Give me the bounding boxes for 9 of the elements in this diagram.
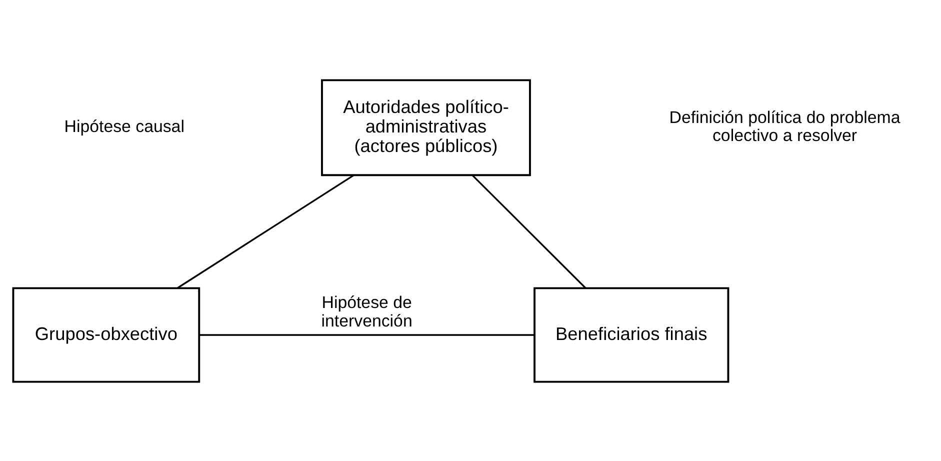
node-box: Autoridades político-administrativas (actores públicos)	[321, 78, 531, 176]
connector	[199, 334, 534, 336]
node-box: Grupos-obxectivo	[12, 286, 200, 382]
label: Hipótese causal	[64, 116, 184, 136]
label: Definición política do problema colectivo a resolver	[669, 107, 900, 145]
connector	[472, 174, 586, 288]
node-box: Beneficiarios finais	[534, 286, 730, 382]
edge-label: Hipótese de intervención	[321, 292, 412, 330]
connector	[177, 174, 354, 288]
